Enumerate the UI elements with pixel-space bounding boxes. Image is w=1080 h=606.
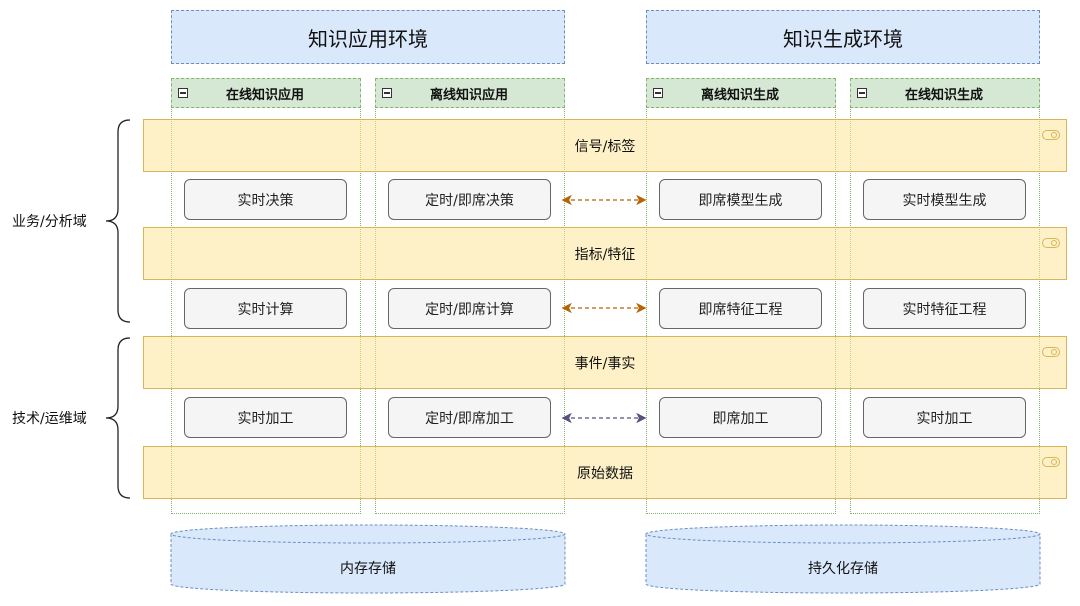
node-adhoc-feature-engineering[interactable]: 即席特征工程	[659, 288, 822, 329]
band-event-fact: 事件/事实	[143, 336, 1067, 389]
lane-header-label: 离线知识生成	[700, 87, 779, 103]
node-scheduled-adhoc-decision[interactable]: 定时/即席决策	[388, 179, 551, 220]
node-realtime-decision[interactable]: 实时决策	[184, 179, 347, 220]
env-title: 知识生成环境	[783, 26, 903, 51]
band-label: 原始数据	[577, 465, 633, 482]
band-indicator-feature: 指标/特征	[143, 227, 1067, 280]
storage-label-memory: 内存存储	[340, 561, 396, 577]
lane-header-label: 离线知识应用	[429, 87, 508, 103]
node-label: 定时/即席加工	[425, 410, 514, 427]
domain-label-tech: 技术/运维域	[12, 411, 87, 427]
node-realtime-feature-engineering[interactable]: 实时特征工程	[863, 288, 1026, 329]
container-toggle-icon[interactable]	[1042, 238, 1060, 248]
container-toggle-icon[interactable]	[1042, 130, 1060, 140]
node-label: 实时计算	[237, 301, 294, 318]
lane-header-label: 在线知识生成	[904, 87, 983, 103]
lane-header-online-generation[interactable]: 在线知识生成	[850, 78, 1040, 108]
lane-header-offline-application[interactable]: 离线知识应用	[375, 78, 565, 108]
collapse-icon[interactable]	[857, 88, 867, 98]
node-label: 实时加工	[237, 410, 294, 427]
node-label: 定时/即席计算	[425, 301, 514, 318]
node-label: 实时特征工程	[902, 301, 987, 318]
node-label: 即席特征工程	[698, 301, 783, 318]
node-realtime-processing[interactable]: 实时加工	[184, 397, 347, 438]
band-label: 指标/特征	[574, 246, 636, 263]
env-knowledge-generation: 知识生成环境	[646, 10, 1040, 64]
node-scheduled-adhoc-computation[interactable]: 定时/即席计算	[388, 288, 551, 329]
node-scheduled-adhoc-processing[interactable]: 定时/即席加工	[388, 397, 551, 438]
collapse-icon[interactable]	[382, 88, 392, 98]
container-toggle-icon[interactable]	[1042, 347, 1060, 357]
node-label: 即席加工	[712, 410, 769, 427]
node-label: 实时决策	[237, 192, 294, 209]
node-realtime-processing-gen[interactable]: 实时加工	[863, 397, 1026, 438]
env-knowledge-application: 知识应用环境	[171, 10, 565, 64]
lane-header-label: 在线知识应用	[225, 87, 304, 103]
collapse-icon[interactable]	[178, 88, 188, 98]
band-label: 事件/事实	[574, 355, 636, 372]
lane-header-offline-generation[interactable]: 离线知识生成	[646, 78, 836, 108]
node-label: 定时/即席决策	[425, 192, 514, 209]
node-adhoc-model-generation[interactable]: 即席模型生成	[659, 179, 822, 220]
collapse-icon[interactable]	[653, 88, 663, 98]
storage-label-persistent: 持久化存储	[808, 561, 878, 577]
domain-label-business: 业务/分析域	[12, 214, 87, 230]
node-realtime-computation[interactable]: 实时计算	[184, 288, 347, 329]
brace-icon	[105, 119, 131, 323]
node-realtime-model-generation[interactable]: 实时模型生成	[863, 179, 1026, 220]
container-toggle-icon[interactable]	[1042, 457, 1060, 467]
brace-icon	[105, 337, 131, 499]
env-title: 知识应用环境	[308, 26, 428, 51]
node-label: 即席模型生成	[698, 192, 783, 209]
band-raw-data: 原始数据	[143, 446, 1067, 499]
band-label: 信号/标签	[574, 138, 636, 155]
node-label: 实时模型生成	[902, 192, 987, 209]
node-label: 实时加工	[916, 410, 973, 427]
lane-header-online-application[interactable]: 在线知识应用	[171, 78, 361, 108]
band-signal-tag: 信号/标签	[143, 119, 1067, 172]
node-adhoc-processing[interactable]: 即席加工	[659, 397, 822, 438]
